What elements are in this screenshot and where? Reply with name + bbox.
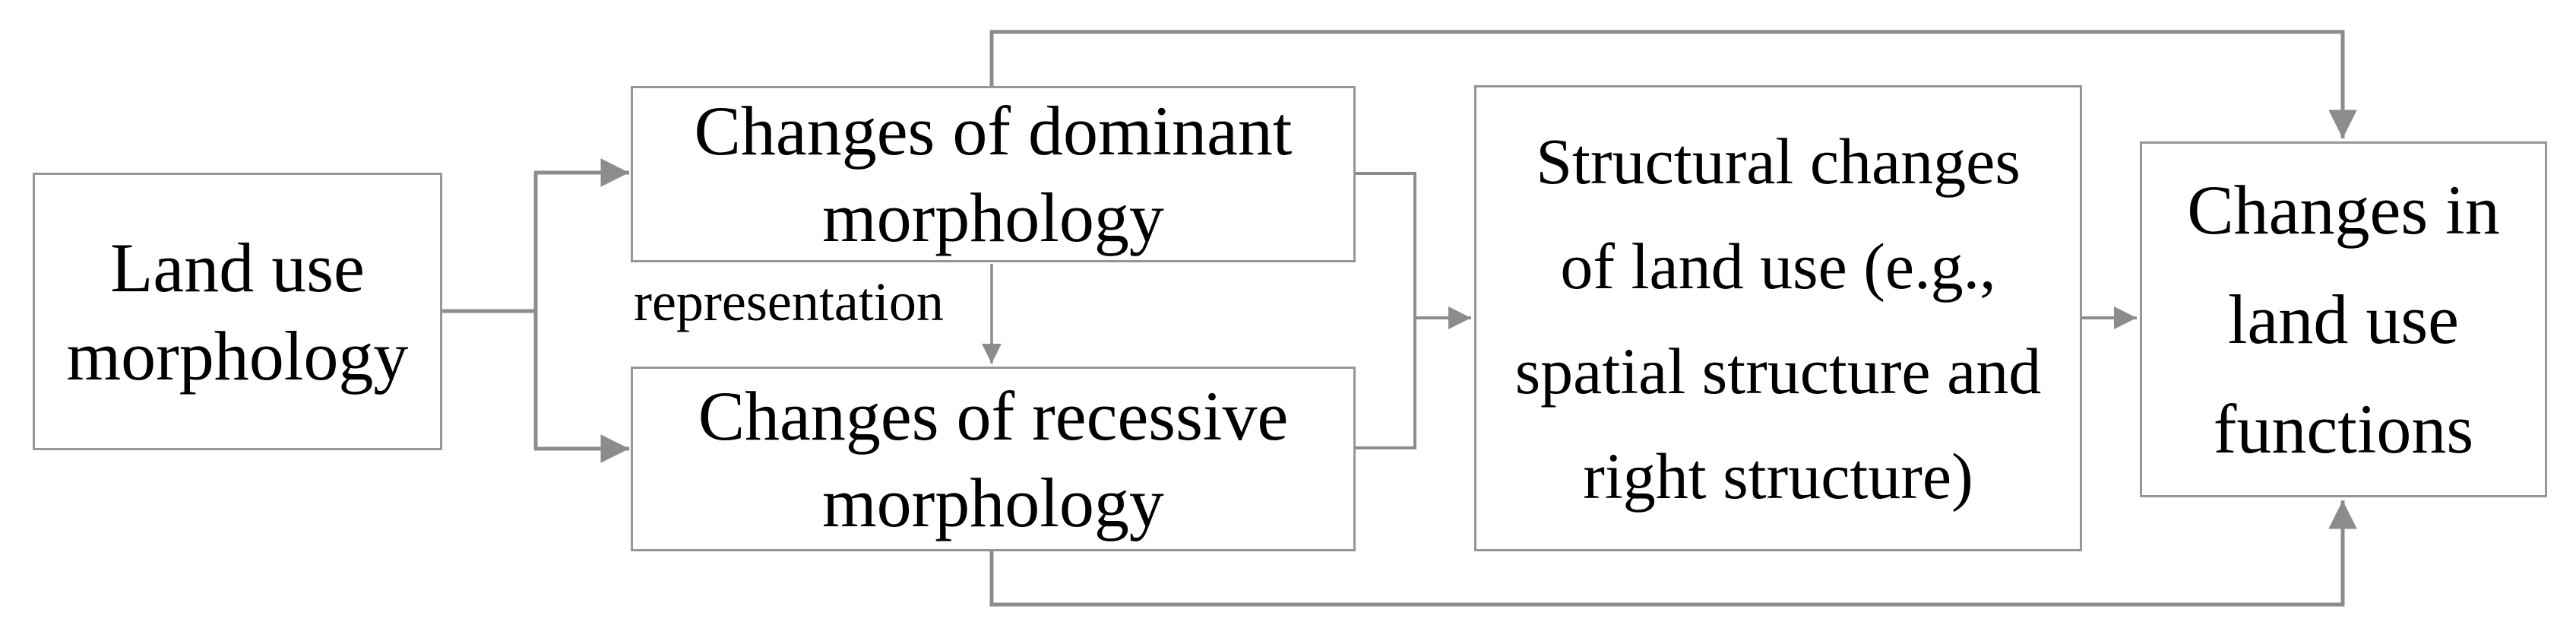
node-label: Changes of dominant morphology bbox=[694, 92, 1293, 256]
node-label: Structural changes of land use (e.g., sp… bbox=[1514, 124, 2042, 513]
node-structural-changes-land-use: Structural changes of land use (e.g., sp… bbox=[1474, 85, 2082, 551]
node-changes-dominant-morphology: Changes of dominant morphology bbox=[631, 86, 1356, 262]
node-land-use-morphology: Land use morphology bbox=[33, 173, 442, 450]
edge-bottom-bypass-arrow bbox=[989, 500, 2357, 607]
node-changes-land-use-functions: Changes in land use functions bbox=[2140, 141, 2547, 497]
edge-merge-bracket-line bbox=[1356, 172, 1416, 449]
node-changes-recessive-morphology: Changes of recessive morphology bbox=[631, 367, 1356, 551]
edge-label-representation: representation bbox=[634, 271, 944, 332]
node-label: Land use morphology bbox=[66, 228, 409, 395]
edge-top-bypass-arrow bbox=[989, 30, 2357, 138]
edge-source-branch-line bbox=[442, 173, 538, 449]
node-label: Changes of recessive morphology bbox=[698, 376, 1289, 541]
node-label: Changes in land use functions bbox=[2187, 171, 2500, 468]
